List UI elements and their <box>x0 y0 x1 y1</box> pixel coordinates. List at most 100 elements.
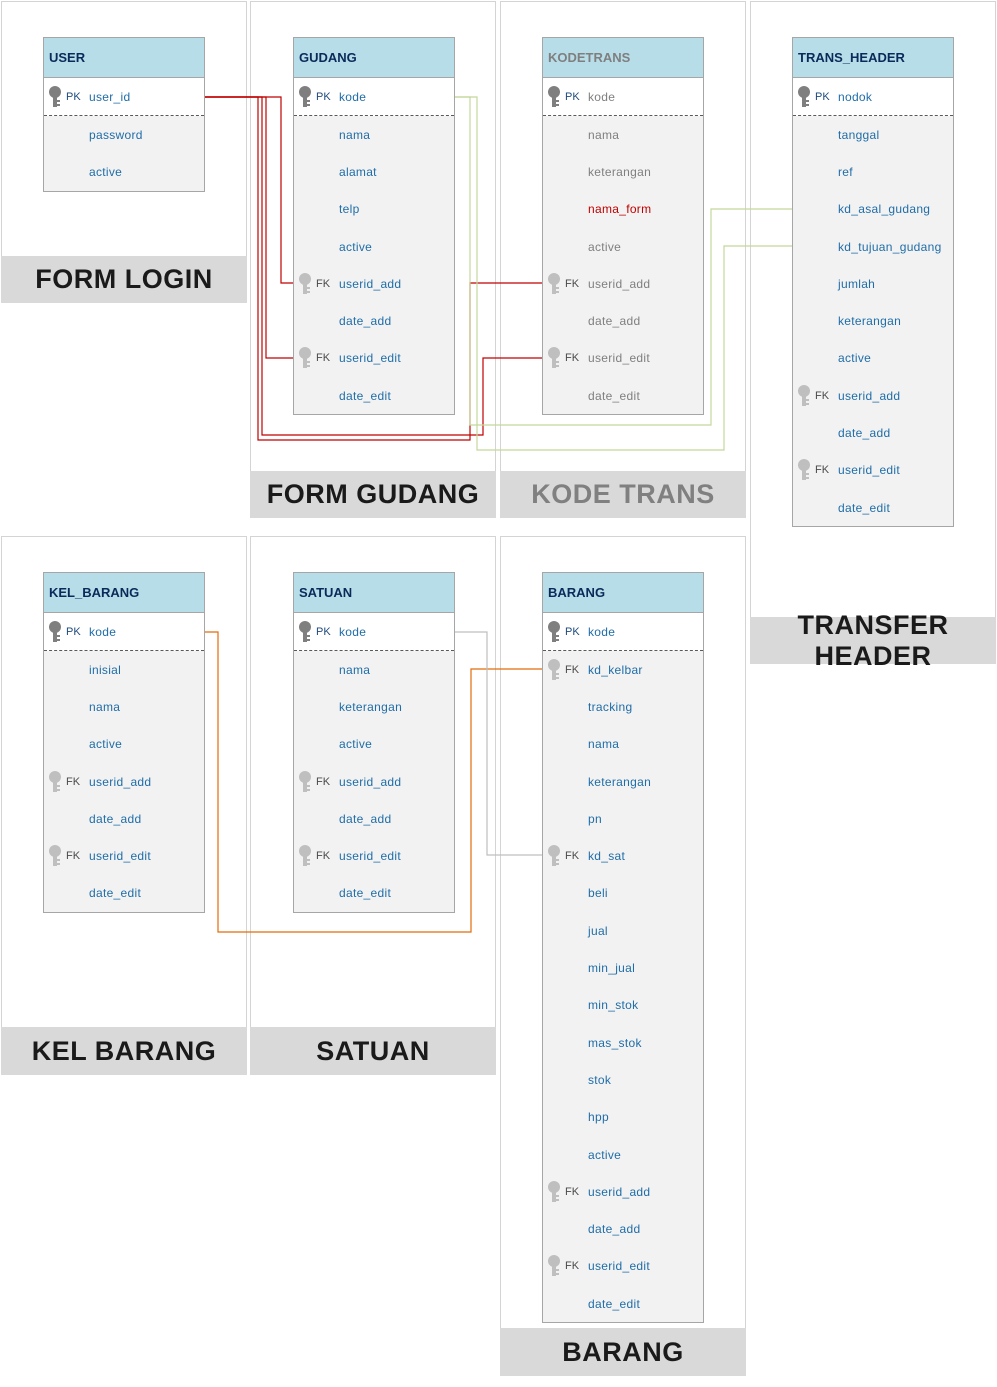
field-row[interactable]: date_add <box>44 800 204 837</box>
field-row[interactable]: password <box>44 116 204 153</box>
field-row[interactable]: kd_asal_gudang <box>793 191 953 228</box>
fk-tag: FK <box>565 352 580 365</box>
field-row[interactable]: active <box>294 726 454 763</box>
field-row[interactable]: pn <box>543 800 703 837</box>
fk-tag: FK <box>565 663 580 676</box>
field-row[interactable]: nama <box>543 116 703 153</box>
field-row[interactable]: stok <box>543 1061 703 1098</box>
field-row[interactable]: nama <box>44 688 204 725</box>
field-name: keterangan <box>588 164 652 179</box>
field-row[interactable]: date_add <box>543 1210 703 1247</box>
pk-tag: PK <box>565 90 580 103</box>
field-row[interactable]: keterangan <box>294 688 454 725</box>
field-row[interactable]: date_add <box>294 800 454 837</box>
field-row[interactable]: active <box>44 726 204 763</box>
field-row[interactable]: date_add <box>543 302 703 339</box>
entity-title: KEL_BARANG <box>44 573 204 613</box>
field-row[interactable]: FK userid_add <box>543 1173 703 1210</box>
field-row[interactable]: nama <box>543 726 703 763</box>
field-name: date_add <box>838 426 891 441</box>
field-row[interactable]: tracking <box>543 688 703 725</box>
field-name: userid_edit <box>339 351 402 366</box>
field-row[interactable]: nama <box>294 651 454 688</box>
field-name: telp <box>339 202 360 217</box>
field-name: kode <box>339 89 367 104</box>
pk-tag: PK <box>66 90 81 103</box>
field-name: userid_add <box>588 1184 651 1199</box>
field-row[interactable]: beli <box>543 875 703 912</box>
field-row[interactable]: active <box>543 228 703 265</box>
field-row[interactable]: active <box>44 153 204 190</box>
field-row[interactable]: min_jual <box>543 949 703 986</box>
field-row[interactable]: date_edit <box>793 489 953 526</box>
field-row[interactable]: date_edit <box>543 377 703 414</box>
field-row[interactable]: ref <box>793 153 953 190</box>
field-row[interactable]: tanggal <box>793 116 953 153</box>
key-icon: PK <box>48 620 81 644</box>
field-row[interactable]: date_add <box>294 302 454 339</box>
fk-tag: FK <box>565 277 580 290</box>
field-row[interactable]: inisial <box>44 651 204 688</box>
field-row[interactable]: date_edit <box>294 875 454 912</box>
field-row[interactable]: nama <box>294 116 454 153</box>
field-row[interactable]: date_edit <box>543 1285 703 1322</box>
field-row[interactable]: active <box>543 1136 703 1173</box>
field-row[interactable]: keterangan <box>543 153 703 190</box>
field-row[interactable]: kd_tujuan_gudang <box>793 228 953 265</box>
pk-tag: PK <box>316 90 331 103</box>
key-icon: FK <box>547 658 579 682</box>
field-name: date_add <box>339 811 392 826</box>
field-row[interactable]: active <box>793 340 953 377</box>
field-row[interactable]: FK userid_add <box>543 265 703 302</box>
field-row[interactable]: date_edit <box>44 875 204 912</box>
panel-label-satuan: SATUAN <box>250 1027 496 1075</box>
field-name: pn <box>588 811 602 826</box>
field-row[interactable]: telp <box>294 191 454 228</box>
key-icon: PK <box>298 620 331 644</box>
field-name: userid_add <box>588 276 651 291</box>
field-name: date_edit <box>838 500 891 515</box>
key-icon-glyph <box>299 845 311 867</box>
field-row[interactable]: alamat <box>294 153 454 190</box>
field-row[interactable]: date_edit <box>294 377 454 414</box>
field-name: active <box>89 737 123 752</box>
field-row[interactable]: date_add <box>793 414 953 451</box>
field-row[interactable]: hpp <box>543 1099 703 1136</box>
fk-tag: FK <box>565 1260 580 1273</box>
field-row[interactable]: min_stok <box>543 987 703 1024</box>
key-icon: FK <box>547 1180 579 1204</box>
field-row[interactable]: active <box>294 228 454 265</box>
pk-row[interactable]: PK kode <box>294 78 454 116</box>
field-row[interactable]: keterangan <box>543 763 703 800</box>
field-row[interactable]: jumlah <box>793 265 953 302</box>
field-row[interactable]: mas_stok <box>543 1024 703 1061</box>
field-row[interactable]: keterangan <box>793 302 953 339</box>
field-row[interactable]: nama_form <box>543 191 703 228</box>
field-row[interactable]: jual <box>543 912 703 949</box>
